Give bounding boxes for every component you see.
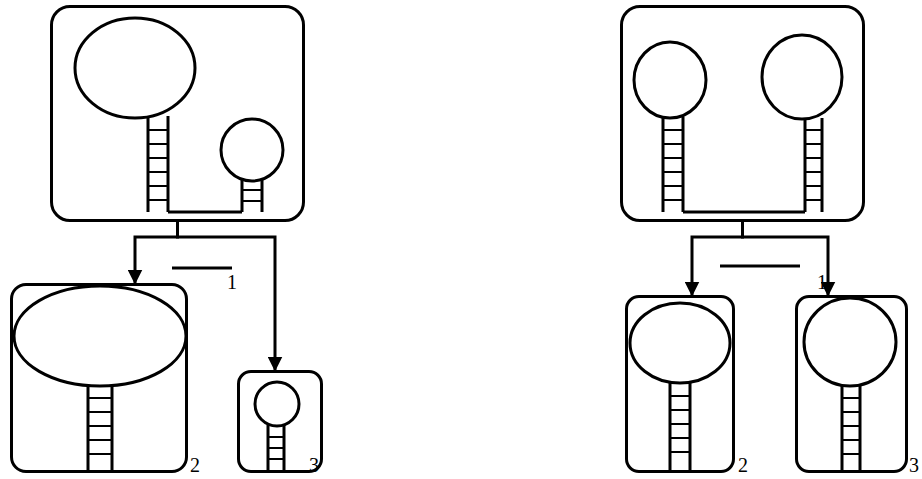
split-arrow xyxy=(135,222,178,283)
callout-number: 3 xyxy=(309,453,319,477)
stem-rung xyxy=(242,190,262,201)
underline-mark xyxy=(720,265,800,268)
sequence-box: 3 xyxy=(237,370,323,473)
loop xyxy=(255,382,299,426)
stem-rail xyxy=(88,385,112,470)
stem-rail xyxy=(663,117,683,212)
callout-number: 1 xyxy=(227,270,237,294)
loop xyxy=(75,18,195,118)
callout-number: 2 xyxy=(738,453,748,477)
callout-number: 1 xyxy=(817,270,827,294)
split-arrow xyxy=(692,222,743,295)
stem-rung xyxy=(842,398,860,454)
stem-rung xyxy=(268,437,284,459)
loop xyxy=(804,298,896,386)
stem-rung xyxy=(670,396,690,452)
loop xyxy=(14,286,186,386)
stem-rail xyxy=(670,382,690,470)
underline-mark xyxy=(172,267,232,270)
stem-rail xyxy=(805,118,822,212)
sequence-box: 3 xyxy=(795,295,908,473)
sequence-box: 1 xyxy=(50,5,305,222)
loop xyxy=(762,35,842,119)
split-arrow xyxy=(178,222,276,370)
stem-rung xyxy=(663,130,683,200)
loop xyxy=(221,119,283,181)
loop xyxy=(634,42,706,118)
sequence-box: 2 xyxy=(10,283,188,473)
callout-number: 2 xyxy=(190,453,200,477)
loop xyxy=(630,303,730,383)
stem-rung xyxy=(148,130,168,200)
stem-rung xyxy=(805,130,822,200)
stem-rail xyxy=(242,179,262,212)
linker-strand xyxy=(683,211,805,214)
stem-rail xyxy=(148,116,168,212)
stem-rung xyxy=(88,398,112,454)
linker-strand xyxy=(168,211,242,214)
sequence-box: 2 xyxy=(625,295,735,473)
sequence-box: 1 xyxy=(620,5,865,222)
split-arrow xyxy=(743,222,829,295)
stem-rail xyxy=(268,425,284,470)
stem-rail xyxy=(842,385,860,470)
callout-number: 3 xyxy=(909,453,919,477)
